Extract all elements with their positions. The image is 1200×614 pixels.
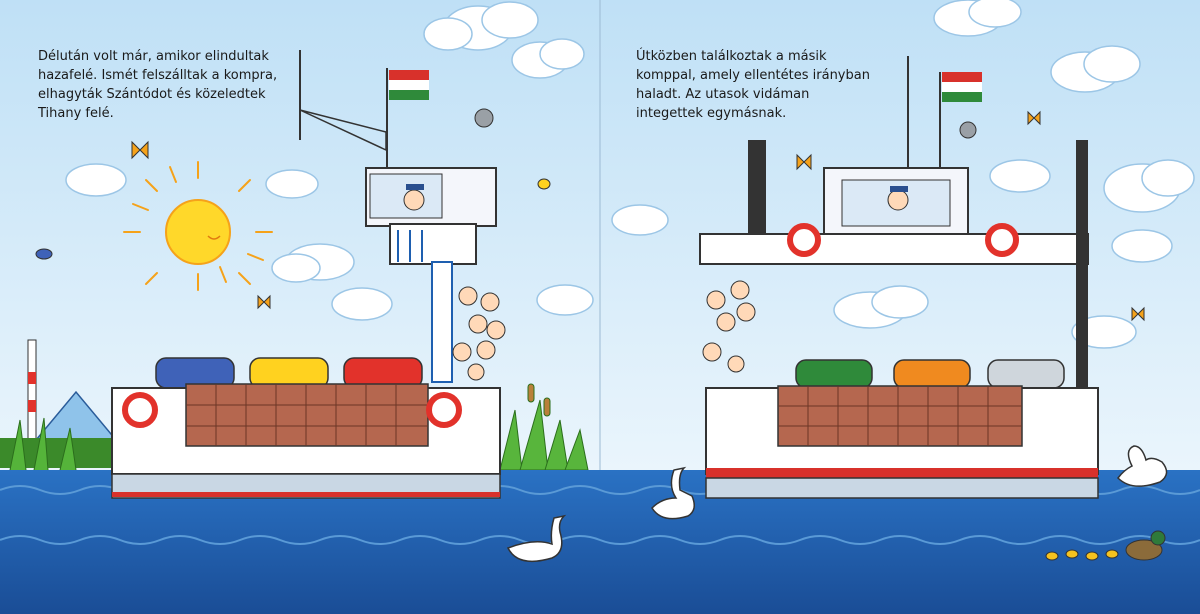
right-page-caption: Útközben találkoztak a másik komppal, am… <box>636 47 870 123</box>
cargo-wall-left <box>185 383 429 447</box>
swans <box>506 445 1168 563</box>
flag-white <box>389 80 429 90</box>
car-green <box>795 359 873 389</box>
right-ferry <box>699 56 1099 499</box>
left-ferry <box>111 50 506 499</box>
caption-line: elhagyták Szántódot és közeledtek <box>38 87 266 102</box>
car-orange <box>893 359 971 389</box>
car-silver <box>987 359 1065 389</box>
caption-line: haladt. Az utasok vidáman <box>636 87 810 102</box>
sun <box>123 161 273 291</box>
reeds-right <box>499 383 589 471</box>
passengers-right <box>702 280 756 373</box>
left-page-caption: Délután volt már, amikor elindultak haza… <box>38 47 277 123</box>
flag-green <box>389 90 429 100</box>
caption-line: Útközben találkoztak a másik <box>636 49 827 64</box>
butterflies <box>131 110 1145 322</box>
caption-line: hazafelé. Ismét felszálltak a kompra, <box>38 68 278 83</box>
birds <box>35 178 551 260</box>
caption-line: Tihany felé. <box>38 106 114 121</box>
passengers-left <box>452 286 506 381</box>
ducks <box>1045 530 1166 561</box>
caption-line: Délután volt már, amikor elindultak <box>38 49 269 64</box>
caption-line: komppal, amely ellentétes irányban <box>636 68 870 83</box>
flag-red <box>389 70 429 80</box>
lifebuoy-left-1 <box>122 392 158 428</box>
left-shore <box>0 339 130 471</box>
cargo-wall-right <box>777 385 1023 447</box>
clouds <box>65 0 1195 349</box>
lifebuoy-left-2 <box>426 392 462 428</box>
caption-line: integettek egymásnak. <box>636 106 787 121</box>
